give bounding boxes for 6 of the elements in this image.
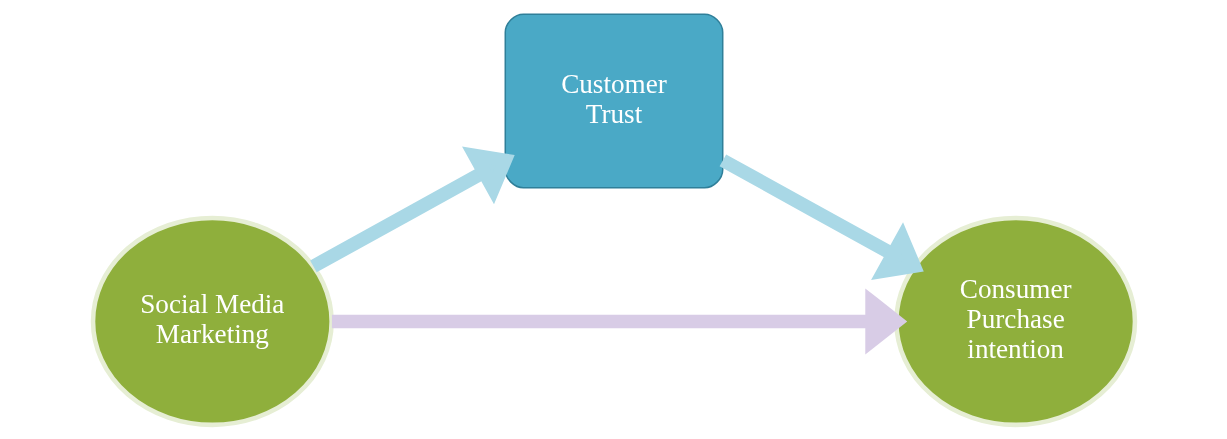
arrow bbox=[719, 154, 924, 281]
arrow bbox=[309, 146, 515, 273]
node-ellipse: Social Media Marketing bbox=[90, 215, 334, 428]
arrow bbox=[331, 288, 907, 355]
node-box: Customer Trust bbox=[504, 13, 723, 189]
node-ellipse: Consumer Purchase intention bbox=[893, 215, 1137, 428]
